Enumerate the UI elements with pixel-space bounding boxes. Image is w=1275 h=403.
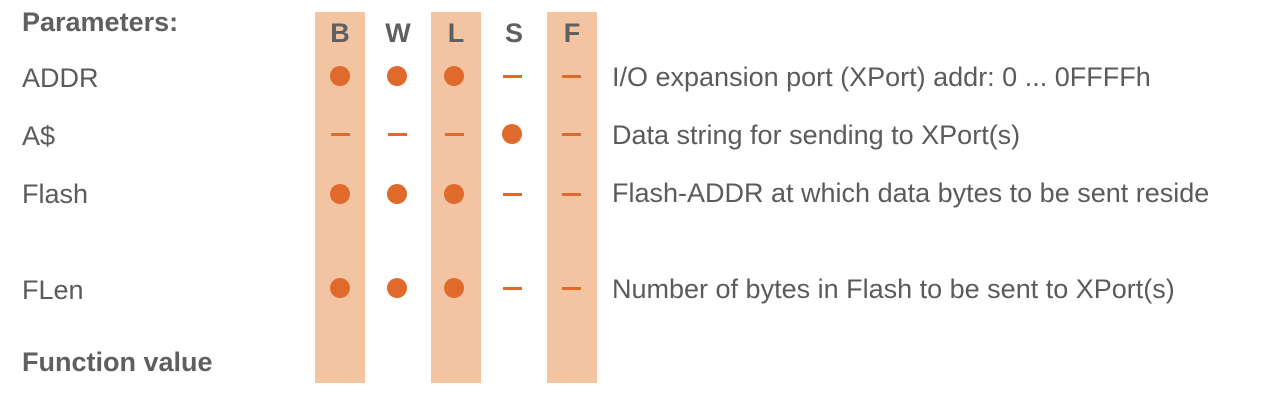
param-label-a-string: A$ <box>22 121 56 151</box>
param-label-flen: FLen <box>22 275 84 305</box>
column-header-s: S <box>504 18 523 48</box>
dot-marker-s <box>502 124 522 144</box>
dot-marker-b <box>330 66 350 86</box>
column-header-b: B <box>330 18 350 48</box>
dot-marker-b <box>330 278 350 298</box>
param-description-flen: Number of bytes in Flash to be sent to X… <box>612 274 1175 304</box>
param-description-flash: Flash-ADDR at which data bytes to be sen… <box>612 178 1210 208</box>
dash-marker-w <box>388 133 407 136</box>
param-label-flash: Flash <box>22 179 89 209</box>
dash-marker-l <box>445 133 464 136</box>
dash-marker-b <box>331 133 350 136</box>
column-band-f <box>547 12 597 383</box>
dash-marker-f <box>562 75 581 78</box>
column-header-f: F <box>563 18 581 48</box>
dot-marker-l <box>444 278 464 298</box>
dot-marker-w <box>387 66 407 86</box>
dot-marker-w <box>387 184 407 204</box>
dash-marker-f <box>562 133 581 136</box>
dash-marker-s <box>503 287 522 290</box>
function-value-heading: Function value <box>22 347 213 377</box>
dot-marker-l <box>444 184 464 204</box>
dash-marker-f <box>562 193 581 196</box>
param-description-a-string: Data string for sending to XPort(s) <box>612 120 1021 150</box>
dash-marker-f <box>562 287 581 290</box>
dot-marker-b <box>330 184 350 204</box>
dot-marker-w <box>387 278 407 298</box>
param-label-addr: ADDR <box>22 63 99 93</box>
dot-marker-l <box>444 66 464 86</box>
parameters-heading: Parameters: <box>22 7 179 37</box>
param-description-addr: I/O expansion port (XPort) addr: 0 ... 0… <box>612 62 1151 92</box>
column-header-w: W <box>385 18 411 48</box>
dash-marker-s <box>503 75 522 78</box>
column-header-l: L <box>447 18 465 48</box>
dash-marker-s <box>503 193 522 196</box>
